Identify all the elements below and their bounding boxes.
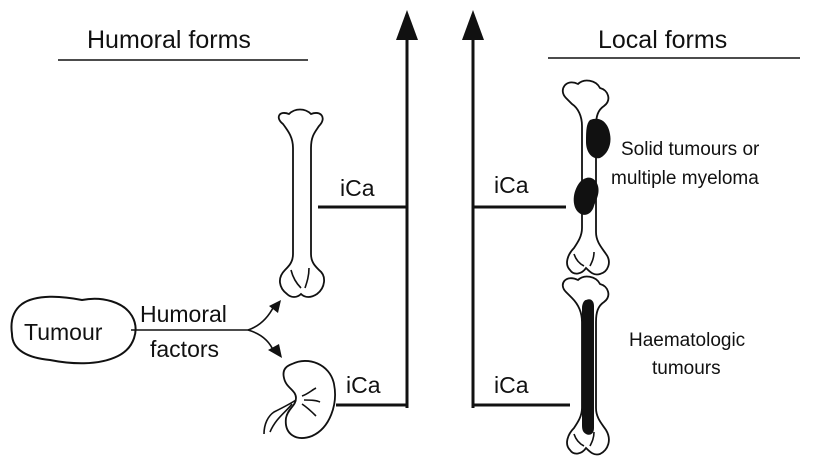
humoral-forms-title: Humoral forms [87, 26, 251, 54]
femur-solid-tumour-icon [563, 81, 611, 275]
femur-bone-icon [279, 110, 324, 298]
humoral-factors-line1: Humoral [140, 301, 227, 327]
tumour-label: Tumour [24, 319, 103, 345]
humoral-forms-header: Humoral forms [58, 26, 308, 60]
humoral-factors-line2: factors [150, 336, 219, 362]
haematologic-line2: tumours [652, 358, 721, 379]
tumour-mass-icon: Tumour [11, 297, 135, 364]
femur-haematologic-icon [563, 277, 609, 455]
solid-tumours-line2: multiple myeloma [611, 168, 759, 189]
ica-label-bone-left: iCa [340, 175, 375, 201]
haematologic-line1: Haematologic [629, 330, 745, 351]
local-forms-title: Local forms [598, 26, 727, 54]
left-upward-arrow [396, 10, 418, 408]
ica-label-kidney: iCa [346, 372, 381, 398]
right-upward-arrow [462, 10, 484, 408]
local-forms-header: Local forms [548, 26, 800, 58]
ica-label-bone-right-top: iCa [494, 172, 529, 198]
ica-label-bone-right-bottom: iCa [494, 372, 529, 398]
kidney-icon [264, 361, 335, 438]
solid-tumours-line1: Solid tumours or [621, 139, 760, 160]
